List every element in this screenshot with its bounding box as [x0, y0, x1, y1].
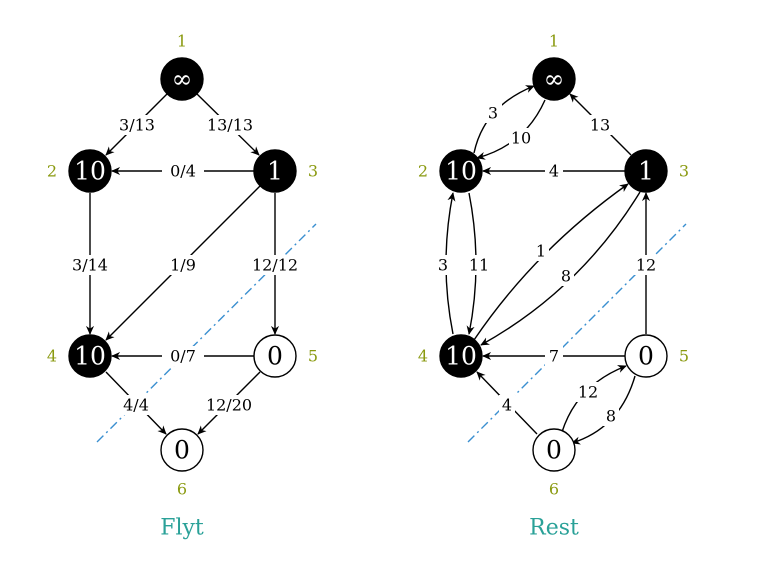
node-2: 10 [68, 149, 112, 193]
svg-text:0: 0 [546, 436, 562, 465]
svg-text:4: 4 [549, 162, 559, 181]
svg-text:3/14: 3/14 [72, 256, 108, 275]
svg-text:0: 0 [267, 342, 283, 371]
svg-text:3: 3 [488, 104, 498, 123]
node-index-1: 1 [177, 32, 187, 51]
node-6: 0 [160, 428, 204, 472]
svg-text:10: 10 [445, 342, 477, 371]
node-index-3: 3 [308, 162, 318, 181]
panel-caption-residual: Rest [529, 516, 579, 541]
svg-text:7: 7 [549, 347, 559, 366]
svg-text:10: 10 [74, 342, 106, 371]
edge-label-1-2: 3/13 [113, 115, 161, 135]
svg-text:10: 10 [74, 157, 106, 186]
svg-text:4: 4 [502, 396, 512, 415]
edge-label-1-3: 13/13 [201, 115, 259, 135]
edge-label-5-6: 12/20 [200, 395, 258, 415]
svg-text:1: 1 [638, 157, 654, 186]
node-5: 0 [624, 334, 668, 378]
svg-text:13: 13 [590, 116, 610, 135]
svg-text:1: 1 [267, 157, 283, 186]
edge-label-4-2: 3 [435, 255, 451, 275]
node-6: 0 [532, 428, 576, 472]
node-3: 1 [253, 149, 297, 193]
node-4: 10 [68, 334, 112, 378]
edge-label-5-4: 0/7 [162, 346, 204, 366]
edge-label-4-6: 4/4 [115, 395, 157, 415]
edge-label-3-4: 8 [558, 266, 574, 286]
node-index-2: 2 [47, 162, 57, 181]
node-index-5: 5 [308, 347, 318, 366]
node-index-4: 4 [47, 347, 57, 366]
node-index-1: 1 [549, 32, 559, 51]
node-2: 10 [439, 149, 483, 193]
svg-text:0: 0 [174, 436, 190, 465]
edge-label-5-3: 12 [634, 255, 658, 275]
node-index-2: 2 [418, 162, 428, 181]
node-4: 10 [439, 334, 483, 378]
edge-label-3-4: 1/9 [164, 255, 202, 275]
panel-caption-flow: Flyt [160, 516, 204, 541]
svg-text:12: 12 [578, 383, 598, 402]
svg-text:10: 10 [511, 129, 531, 148]
edge-label-3-1: 13 [588, 115, 612, 135]
edge-label-6-5: 12 [576, 382, 600, 402]
svg-text:11: 11 [469, 256, 489, 275]
svg-text:0: 0 [638, 342, 654, 371]
svg-text:1/9: 1/9 [170, 256, 196, 275]
node-index-5: 5 [679, 347, 689, 366]
node-index-6: 6 [549, 480, 559, 499]
svg-text:8: 8 [606, 407, 616, 426]
edge-label-1-2: 10 [509, 128, 533, 148]
node-index-6: 6 [177, 480, 187, 499]
node-1: ∞ [160, 57, 204, 101]
edge-label-3-2: 4 [545, 161, 563, 181]
node-index-4: 4 [418, 347, 428, 366]
svg-text:13/13: 13/13 [207, 116, 253, 135]
panel-residual: 3 10 13 4 3 11 1 8 [418, 32, 689, 541]
svg-text:12/20: 12/20 [206, 396, 252, 415]
edge-label-3-5: 12/12 [246, 255, 304, 275]
svg-text:0/7: 0/7 [170, 347, 196, 366]
svg-text:12: 12 [636, 256, 656, 275]
svg-text:0/4: 0/4 [170, 162, 196, 181]
svg-text:3/13: 3/13 [119, 116, 155, 135]
edge-label-2-4: 3/14 [65, 255, 115, 275]
svg-text:3: 3 [438, 256, 448, 275]
svg-text:8: 8 [561, 267, 571, 286]
edge-label-2-4: 11 [467, 255, 491, 275]
edge-4-3 [473, 183, 629, 341]
edge-label-5-6: 8 [603, 406, 619, 426]
svg-text:4/4: 4/4 [123, 396, 149, 415]
node-1: ∞ [532, 57, 576, 101]
edge-label-4-3: 1 [533, 241, 549, 261]
edge-label-6-4: 4 [499, 395, 515, 415]
edge-label-5-4: 7 [545, 346, 563, 366]
node-index-3: 3 [679, 162, 689, 181]
svg-text:10: 10 [445, 157, 477, 186]
svg-text:12/12: 12/12 [252, 256, 298, 275]
edge-label-2-1: 3 [484, 103, 502, 123]
node-3: 1 [624, 149, 668, 193]
svg-text:∞: ∞ [172, 65, 193, 94]
svg-text:1: 1 [536, 242, 546, 261]
node-5: 0 [253, 334, 297, 378]
panel-flow: 3/13 13/13 0/4 3/14 1/9 12/12 0/7 4/4 [47, 32, 318, 541]
edge-label-3-2: 0/4 [162, 161, 204, 181]
svg-text:∞: ∞ [544, 65, 565, 94]
